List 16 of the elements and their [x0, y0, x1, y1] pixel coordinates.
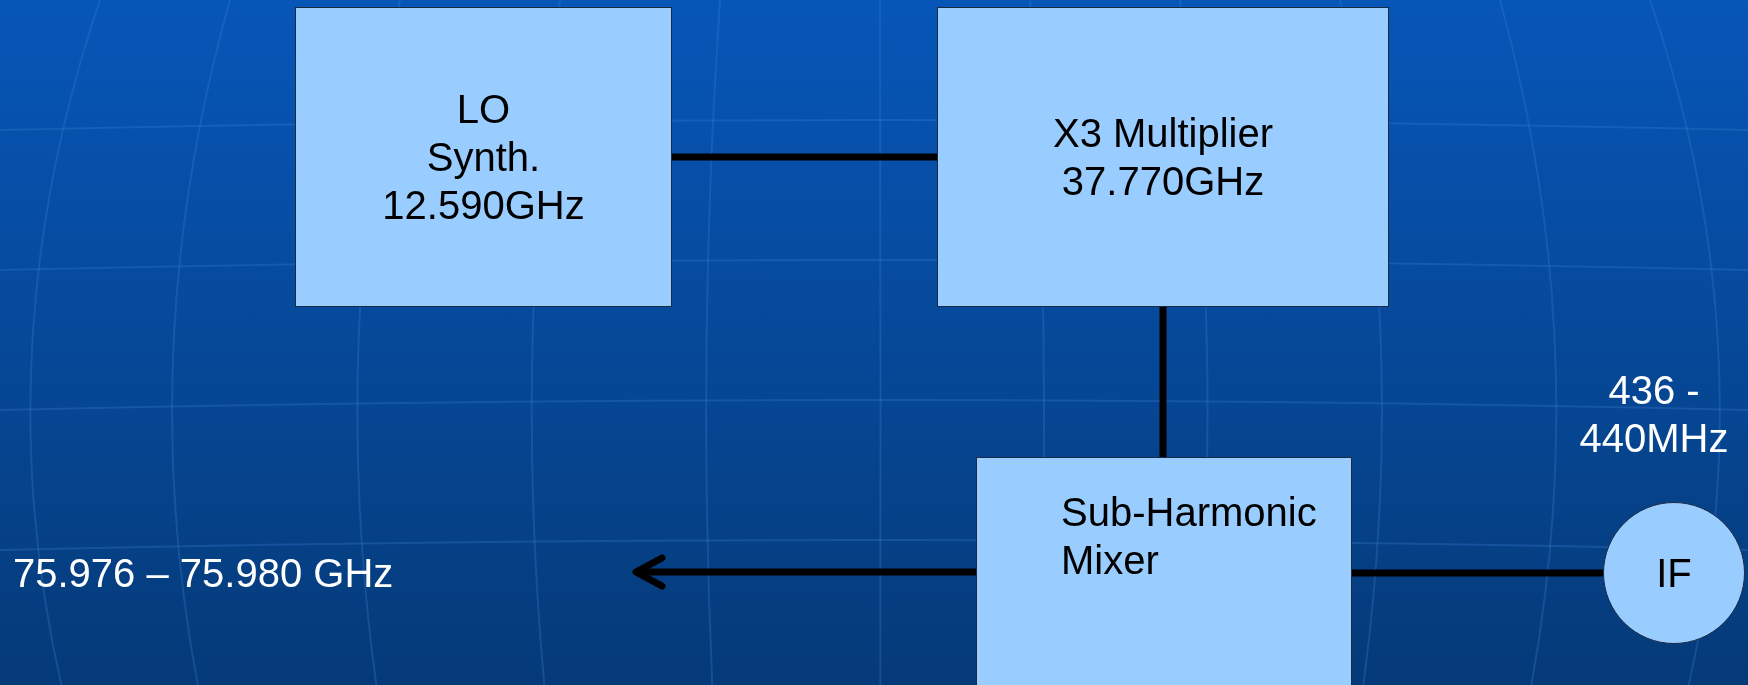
- connector-line: [1159, 307, 1167, 457]
- node-text: IF: [1656, 550, 1692, 597]
- connector-line: [672, 153, 937, 161]
- connector-line: [1352, 569, 1603, 577]
- node-text: Synth.: [426, 134, 541, 181]
- arrow: [632, 554, 976, 590]
- node-text: LO: [456, 86, 511, 133]
- block-box: [976, 457, 1352, 685]
- block-box: [295, 7, 672, 307]
- node-text: Sub-Harmonic Mixer: [1061, 489, 1318, 584]
- block-box: [937, 7, 1389, 307]
- node-text: 37.770GHz: [1061, 158, 1265, 205]
- node-text: 12.590GHz: [382, 182, 585, 229]
- frequency-label: 75.976 – 75.980 GHz: [13, 550, 394, 597]
- node-text: X3 Multiplier: [1052, 110, 1274, 157]
- frequency-label: 436 - 440MHz: [1578, 367, 1730, 462]
